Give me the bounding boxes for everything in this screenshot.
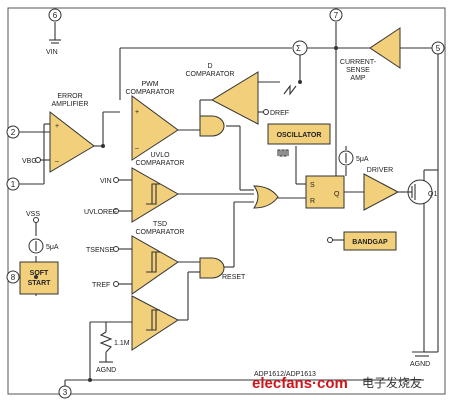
resistor bbox=[99, 331, 113, 353]
plus-sign: + bbox=[135, 109, 139, 116]
driver-label: DRIVER bbox=[367, 167, 393, 174]
hysteresis-icon bbox=[146, 183, 160, 205]
pwm-comparator bbox=[131, 95, 179, 161]
sr-s-label: S bbox=[310, 182, 315, 189]
sr-q-label: Q bbox=[334, 191, 340, 198]
bandgap-label: BANDGAP bbox=[352, 239, 388, 246]
soft-start-label-1: SOFT bbox=[30, 270, 49, 277]
dref-label: DREF bbox=[270, 110, 289, 117]
tsense-label: TSENSE bbox=[86, 247, 114, 254]
outer-border bbox=[7, 7, 446, 395]
d-comp-label-2: COMPARATOR bbox=[185, 71, 234, 78]
pin-7-label: 7 bbox=[334, 11, 339, 20]
pin-2-label: 2 bbox=[11, 128, 16, 137]
oscillator-label: OSCILLATOR bbox=[277, 132, 322, 139]
pin-6 bbox=[48, 8, 62, 22]
vbg-label: VBG bbox=[22, 158, 37, 165]
pin-6-label: 6 bbox=[53, 11, 58, 20]
pin-1-label: 1 bbox=[11, 180, 16, 189]
uvlo-ref-label: UVLOREF bbox=[84, 209, 117, 216]
bottom-comparator bbox=[131, 295, 179, 351]
error-amp-label-2: AMPLIFIER bbox=[52, 101, 89, 108]
pins bbox=[6, 8, 445, 399]
part-number-label: ADP1612/ADP1613 bbox=[254, 371, 316, 378]
uvlo-vin-label: VIN bbox=[100, 178, 112, 185]
pin-3-label: 3 bbox=[63, 388, 68, 397]
ramp-icon bbox=[283, 84, 297, 96]
pwm-label-2: COMPARATOR bbox=[125, 89, 174, 96]
tsd-label-1: TSD bbox=[153, 221, 167, 228]
error-amplifier bbox=[49, 110, 95, 173]
soft-start-block bbox=[19, 261, 59, 295]
reset-label: RESET bbox=[222, 274, 246, 281]
wires bbox=[19, 22, 439, 392]
hysteresis-icon bbox=[146, 309, 160, 331]
csa-label-2: SENSE bbox=[346, 67, 370, 74]
bandgap-block bbox=[343, 231, 397, 251]
minus-sign: – bbox=[135, 145, 139, 152]
csa-label-1: CURRENT- bbox=[340, 59, 377, 66]
pin-1 bbox=[6, 177, 20, 191]
current-sense-amp bbox=[369, 27, 401, 69]
pin-7 bbox=[329, 8, 343, 22]
pin-8-label: 8 bbox=[11, 273, 16, 282]
ss-current-label: 5μA bbox=[46, 244, 59, 251]
osc-current-label: 5μA bbox=[356, 156, 369, 163]
plus-sign: + bbox=[55, 123, 59, 130]
csa-label-3: AMP bbox=[350, 75, 366, 82]
clock-icon bbox=[277, 149, 289, 157]
pin-8 bbox=[6, 270, 20, 284]
d-comp-label-1: D bbox=[207, 63, 212, 70]
uvlo-label-1: UVLO bbox=[150, 152, 170, 159]
error-amp-label-1: ERROR bbox=[57, 93, 82, 100]
agnd-right-label: AGND bbox=[410, 361, 430, 368]
uvlo-comparator bbox=[131, 167, 179, 223]
vin-top-label: VIN bbox=[46, 49, 58, 56]
pin-3 bbox=[58, 385, 72, 399]
watermark-cn: 电子发烧友 bbox=[362, 375, 422, 390]
pwm-label-1: PWM bbox=[141, 81, 158, 88]
tsd-comparator bbox=[131, 235, 179, 295]
sigma-label: Σ bbox=[296, 44, 301, 53]
watermark: elecfans·com 电子发烧友 bbox=[252, 375, 422, 392]
uvlo-label-2: COMPARATOR bbox=[135, 160, 184, 167]
pin-5 bbox=[431, 41, 445, 55]
sr-latch bbox=[305, 175, 345, 209]
pin-5-label: 5 bbox=[436, 44, 441, 53]
summing-junction bbox=[292, 40, 308, 56]
tsd-label-2: COMPARATOR bbox=[135, 229, 184, 236]
q1-label: Q1 bbox=[428, 191, 437, 198]
vss-label: VSS bbox=[26, 211, 40, 218]
resistor-value-label: 1.1M bbox=[114, 340, 130, 347]
pin-2 bbox=[6, 125, 20, 139]
or-gate bbox=[252, 185, 279, 209]
driver bbox=[363, 173, 400, 211]
minus-sign: – bbox=[55, 158, 59, 165]
oscillator-block bbox=[267, 123, 331, 145]
tref-label: TREF bbox=[92, 282, 110, 289]
hysteresis-icon bbox=[146, 251, 160, 273]
soft-start-label-2: START bbox=[28, 280, 52, 287]
sr-r-label: R bbox=[310, 198, 315, 205]
and-gate bbox=[199, 257, 225, 279]
agnd-bottom-label: AGND bbox=[96, 367, 116, 374]
d-comparator bbox=[210, 71, 259, 125]
and-gate bbox=[199, 115, 225, 137]
watermark-site: elecfans·com bbox=[252, 375, 348, 392]
